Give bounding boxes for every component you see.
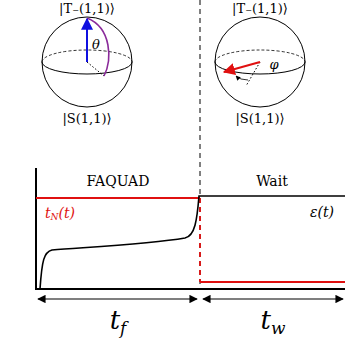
phase-label: FAQUAD (87, 174, 150, 188)
detuning-curve (40, 196, 345, 289)
phase-label: Wait (256, 174, 288, 188)
curve-label: ε(t) (310, 205, 334, 219)
duration-arrow (38, 298, 197, 299)
state-label: |S(1,1)⟩ (62, 112, 111, 125)
tunneling-curve (200, 281, 345, 283)
plot-axes (35, 168, 345, 290)
state-label: |T₋(1,1)⟩ (59, 2, 115, 15)
bloch-sphere (42, 17, 132, 107)
angle-label: φ (269, 58, 278, 71)
duration-arrow (203, 298, 343, 299)
bloch-sphere (215, 17, 305, 107)
divider (200, 0, 201, 290)
state-label: |T₋(1,1)⟩ (232, 2, 288, 15)
state-label: |S(1,1)⟩ (235, 112, 284, 125)
duration-label: tw (261, 307, 286, 337)
curve-label: tN(t) (45, 206, 75, 223)
duration-label: tf (110, 307, 127, 337)
tunneling-drop (199, 198, 201, 282)
angle-label: θ (92, 38, 100, 51)
tunneling-curve (36, 197, 200, 199)
